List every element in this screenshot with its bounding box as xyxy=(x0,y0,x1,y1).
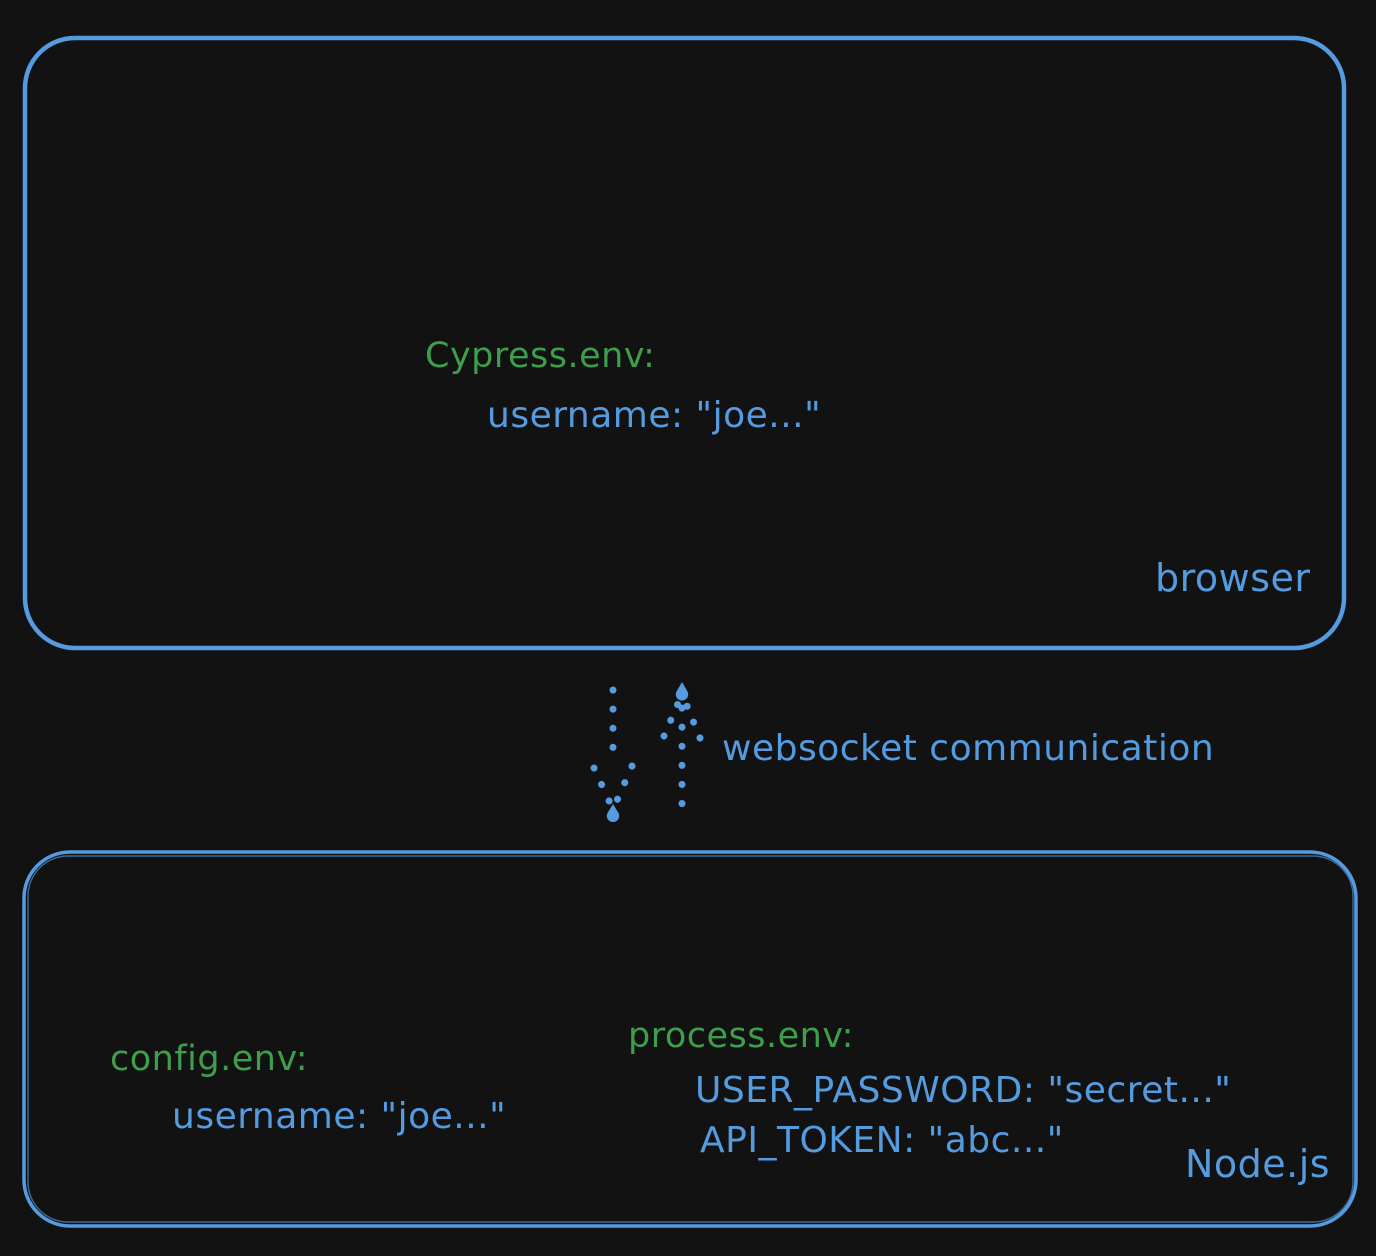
process-env-entry-api-token: API_TOKEN: "abc..." xyxy=(700,1120,1064,1161)
websocket-communication-label: websocket communication xyxy=(722,728,1215,769)
cypress-env-title: Cypress.env: xyxy=(425,336,656,376)
process-env-entry-user-password: USER_PASSWORD: "secret..." xyxy=(695,1070,1232,1111)
process-env-title: process.env: xyxy=(628,1016,854,1056)
arrow-down-icon xyxy=(590,686,636,823)
arrow-up-icon xyxy=(660,682,704,810)
config-env-title: config.env: xyxy=(110,1039,309,1079)
config-env-entry: username: "joe..." xyxy=(172,1096,507,1137)
nodejs-label: Node.js xyxy=(1185,1142,1331,1186)
browser-label: browser xyxy=(1155,556,1311,600)
cypress-env-entry: username: "joe..." xyxy=(487,395,822,436)
